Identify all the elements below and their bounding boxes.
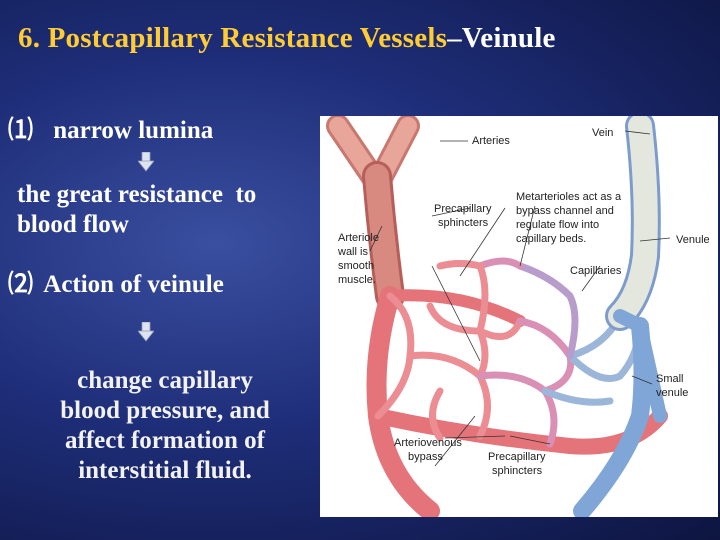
point-2-text: Action of veinule [43, 271, 224, 298]
result-2-line-2: blood pressure, and [60, 397, 270, 424]
label-metarterioles-1: Metarterioles act as a [516, 191, 622, 203]
label-small-venule-2: venule [656, 387, 688, 399]
point-1-text: narrow lumina [53, 117, 214, 144]
label-arteriole-4: muscle. [338, 274, 376, 286]
vessel-network [326, 116, 668, 517]
point-1: ⑴ narrow lumina [8, 116, 213, 146]
down-arrow-icon [138, 322, 154, 342]
label-precapillary-bottom-1: Precapillary [488, 451, 546, 463]
label-arteriole-3: smooth [338, 260, 374, 272]
slide-title: 6. Postcapillary Resistance Vessels–Vein… [18, 22, 556, 55]
label-metarterioles-4: capillary beds. [516, 233, 586, 245]
point-1-result: the great resistance to blood flow [17, 180, 256, 240]
point-1-marker: ⑴ [8, 117, 34, 144]
label-small-venule-1: Small [656, 373, 684, 385]
label-vein: Vein [592, 127, 613, 139]
label-metarterioles-3: regulate flow into [516, 219, 599, 231]
label-venule: Venule [676, 234, 710, 246]
point-2-marker: ⑵ [8, 271, 34, 298]
label-av-bypass-2: bypass [408, 451, 443, 463]
down-arrow-icon [138, 152, 154, 172]
label-precapillary-top-1: Precapillary [434, 203, 492, 215]
leader-lines [369, 130, 671, 467]
label-metarterioles-2: bypass channel and [516, 205, 614, 217]
label-capillaries: Capillaries [570, 265, 622, 277]
result-2-line-3: affect formation of [65, 427, 265, 454]
result-1-line-2: blood flow [17, 211, 129, 238]
capillary-bed-illustration: Arteries Vein Precapillary sphincters Me… [320, 116, 718, 517]
capillary-bed-svg: Arteries Vein Precapillary sphincters Me… [326, 116, 710, 517]
label-arteriole-1: Arteriole [338, 232, 379, 244]
title-main: 6. Postcapillary Resistance Vessels [18, 22, 448, 54]
point-2-result: change capillary blood pressure, and aff… [20, 366, 310, 486]
point-2: ⑵ Action of veinule [8, 270, 224, 300]
label-precapillary-bottom-2: sphincters [492, 465, 543, 477]
label-av-bypass-1: Arteriovenous [394, 437, 462, 449]
result-2-line-1: change capillary [77, 367, 253, 394]
result-1-line-1: the great resistance to [17, 181, 257, 208]
title-suffix: –Veinule [447, 22, 556, 54]
label-arteriole-2: wall is [337, 246, 368, 258]
result-2-line-4: interstitial fluid. [78, 457, 252, 484]
label-precapillary-top-2: sphincters [438, 217, 489, 229]
label-arteries: Arteries [472, 135, 510, 147]
